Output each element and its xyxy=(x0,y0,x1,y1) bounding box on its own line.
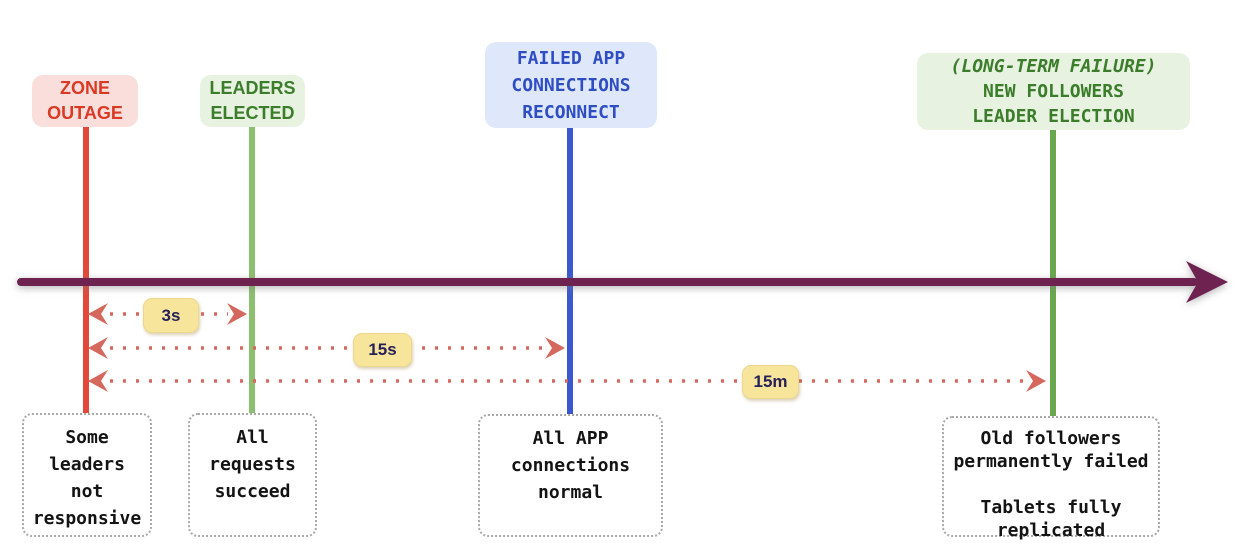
event-label-line: LEADER ELECTION xyxy=(972,106,1135,127)
duration-badge-label: 3s xyxy=(161,305,181,325)
outcome-line: Tablets fully xyxy=(980,497,1122,518)
outcome-line: leaders xyxy=(49,454,125,475)
outcome-box-followers-failed-tablets-replicated: Old followers permanently failed Tablets… xyxy=(942,416,1160,541)
outcome-line: succeed xyxy=(214,481,291,502)
outcome-line: Some xyxy=(65,427,109,448)
outcome-box-requests-succeed: All requests succeed xyxy=(188,413,317,537)
event-label-zone-outage: ZONE OUTAGE xyxy=(32,75,138,127)
duration-badge-3s: 3s xyxy=(143,298,199,333)
duration-arrow-15s xyxy=(88,337,565,359)
timeline-axis-arrow xyxy=(17,261,1228,303)
event-label-leaders-elected: LEADERS ELECTED xyxy=(200,75,305,127)
outcome-box-leaders-not-responsive: Some leaders not responsive xyxy=(22,413,152,537)
event-label-line: NEW FOLLOWERS xyxy=(983,81,1124,102)
duration-badge-label: 15m xyxy=(753,372,788,391)
outcome-box-app-connections-normal: All APP connections normal xyxy=(478,414,663,537)
outcome-line: All xyxy=(236,427,269,448)
outcome-line: not xyxy=(70,481,104,502)
outcome-line: replicated xyxy=(996,520,1106,541)
event-label-line: RECONNECT xyxy=(522,101,620,123)
event-label-line: OUTAGE xyxy=(47,103,123,123)
event-label-line: ZONE xyxy=(59,78,110,98)
event-line-new-followers-election xyxy=(1050,130,1056,417)
duration-badge-label: 15s xyxy=(368,340,397,359)
event-label-new-followers-election: (LONG-TERM FAILURE) NEW FOLLOWERS LEADER… xyxy=(917,53,1190,130)
event-label-failed-app-reconnect: FAILED APP CONNECTIONS RECONNECT xyxy=(485,42,657,128)
outcome-line: Old followers xyxy=(980,428,1122,449)
event-label-line: LEADERS xyxy=(209,78,296,98)
outcome-line: permanently failed xyxy=(953,451,1149,472)
outcome-line: connections xyxy=(510,455,631,476)
duration-badge-15s: 15s xyxy=(353,333,412,367)
event-label-line: CONNECTIONS xyxy=(511,74,631,96)
outcome-line: normal xyxy=(537,482,604,503)
outcome-line: responsive xyxy=(32,508,142,529)
outcome-line: requests xyxy=(209,454,296,475)
event-line-leaders-elected xyxy=(249,127,255,414)
outcome-line xyxy=(944,473,1158,496)
event-line-zone-outage xyxy=(83,127,89,414)
duration-badge-15m: 15m xyxy=(742,365,799,399)
outcome-line: All APP xyxy=(532,428,609,449)
event-label-line: (LONG-TERM FAILURE) xyxy=(950,56,1157,77)
event-label-line: FAILED APP xyxy=(516,47,626,69)
event-line-failed-app-reconnect xyxy=(567,128,573,415)
event-label-line: ELECTED xyxy=(210,103,295,123)
